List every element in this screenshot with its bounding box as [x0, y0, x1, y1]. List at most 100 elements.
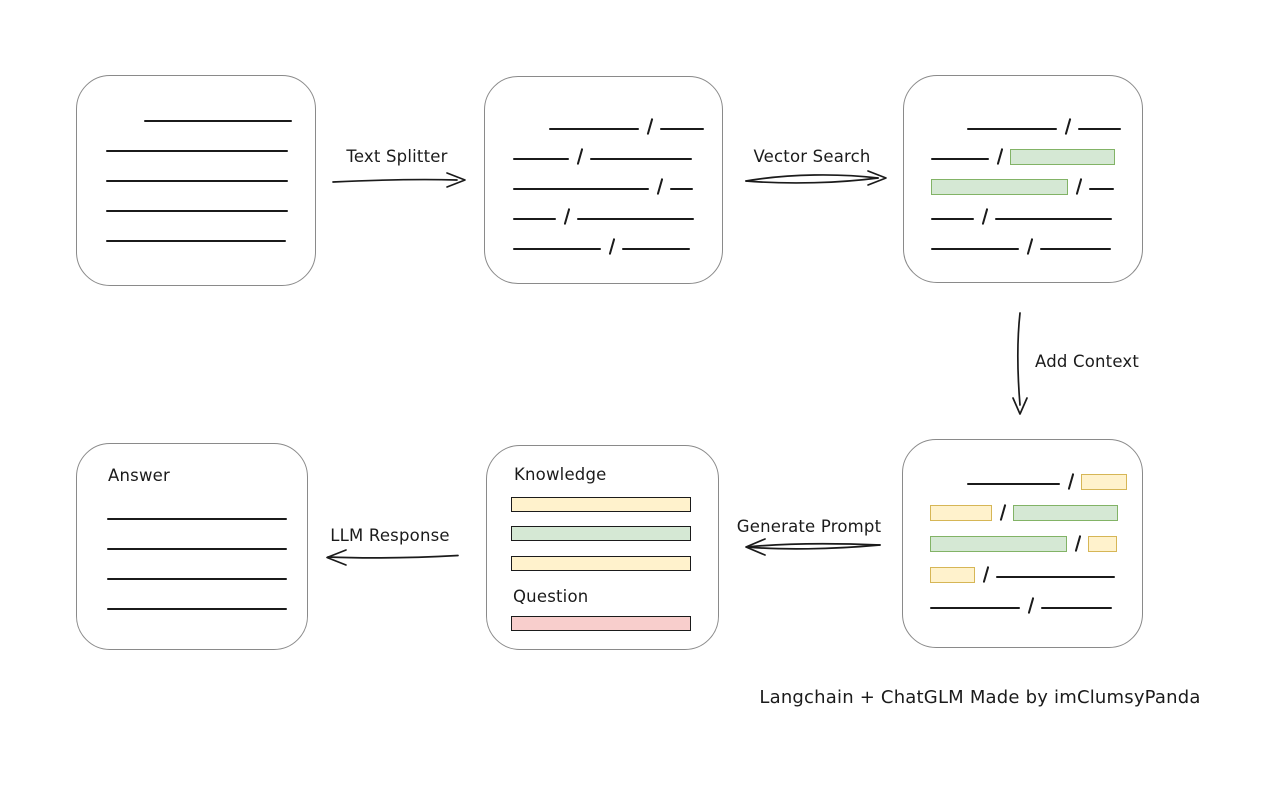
answer-label: Answer — [108, 466, 170, 485]
text-line — [107, 608, 287, 610]
text-line — [931, 218, 974, 220]
text-line — [1041, 607, 1112, 609]
text-line — [967, 128, 1057, 130]
text-line — [144, 120, 292, 122]
context-chunks-lines — [930, 461, 1127, 616]
yellow-chunk — [930, 505, 992, 521]
text-line — [106, 240, 286, 242]
green-chunk — [931, 179, 1068, 195]
text-line — [106, 150, 288, 152]
text-row — [106, 99, 292, 129]
llm-response-label: LLM Response — [330, 526, 450, 545]
yellow-chunk — [1081, 474, 1127, 490]
text-line — [106, 210, 288, 212]
indent-gap — [106, 128, 138, 129]
slash-separator — [980, 208, 989, 225]
text-line — [1040, 248, 1111, 250]
slash-separator — [607, 238, 616, 255]
matched-chunks-box — [903, 75, 1143, 283]
slash-separator — [1066, 473, 1075, 490]
text-line — [622, 248, 690, 250]
text-row — [513, 227, 704, 257]
slash-separator — [1074, 178, 1083, 195]
slash-separator — [1073, 535, 1082, 552]
text-row — [513, 197, 704, 227]
text-line — [107, 578, 287, 580]
text-line — [549, 128, 639, 130]
text-line — [967, 483, 1060, 485]
slash-separator — [1025, 238, 1034, 255]
text-row — [106, 129, 292, 159]
prompt-box: Knowledge Question — [486, 445, 719, 650]
text-row — [513, 167, 704, 197]
knowledge-bar — [511, 526, 691, 541]
slash-separator — [562, 208, 571, 225]
text-row — [930, 461, 1127, 492]
text-line — [931, 248, 1019, 250]
text-line — [930, 607, 1020, 609]
vector-search-arrow — [745, 170, 887, 186]
text-row — [513, 137, 704, 167]
text-splitter-arrow — [332, 172, 466, 188]
text-line — [107, 548, 287, 550]
green-chunk — [1010, 149, 1115, 165]
matched-chunks-lines — [931, 107, 1121, 257]
text-line — [590, 158, 692, 160]
text-row — [931, 107, 1121, 137]
document-lines — [106, 99, 292, 249]
knowledge-label: Knowledge — [514, 465, 607, 484]
text-line — [1078, 128, 1121, 130]
caption: Langchain + ChatGLM Made by imClumsyPand… — [759, 687, 1201, 708]
slash-separator — [645, 118, 654, 135]
vector-search-label: Vector Search — [753, 147, 871, 166]
add-context-arrow — [1012, 312, 1028, 415]
text-line — [995, 218, 1112, 220]
text-row — [106, 189, 292, 219]
text-line — [1089, 188, 1114, 190]
text-row — [930, 492, 1127, 523]
text-line — [513, 158, 569, 160]
text-row — [930, 554, 1127, 585]
text-row — [106, 219, 292, 249]
add-context-label: Add Context — [1035, 352, 1140, 371]
yellow-chunk — [1088, 536, 1117, 552]
slash-separator — [1026, 597, 1035, 614]
split-text-lines — [513, 107, 704, 257]
text-line — [577, 218, 694, 220]
text-line — [931, 158, 989, 160]
text-line — [996, 576, 1115, 578]
generate-prompt-label: Generate Prompt — [736, 517, 882, 536]
question-bar — [511, 616, 691, 631]
text-splitter-label: Text Splitter — [346, 147, 448, 166]
split-text-box — [484, 76, 723, 284]
text-line — [513, 248, 601, 250]
text-line — [670, 188, 693, 190]
document-box — [76, 75, 316, 286]
indent-gap — [930, 491, 961, 492]
text-row — [513, 107, 704, 137]
knowledge-bar — [511, 556, 691, 571]
answer-lines — [107, 497, 287, 617]
answer-box: Answer — [76, 443, 308, 650]
green-chunk — [930, 536, 1067, 552]
text-row — [931, 197, 1121, 227]
indent-gap — [513, 136, 543, 137]
slash-separator — [995, 148, 1004, 165]
slash-separator — [981, 566, 990, 583]
text-line — [107, 518, 287, 520]
context-chunks-box — [902, 439, 1143, 648]
slash-separator — [1063, 118, 1072, 135]
text-row — [930, 585, 1127, 616]
text-row — [931, 227, 1121, 257]
text-row — [107, 557, 287, 587]
indent-gap — [931, 136, 961, 137]
slash-separator — [655, 178, 664, 195]
slash-separator — [998, 504, 1007, 521]
text-row — [930, 523, 1127, 554]
text-line — [106, 180, 288, 182]
llm-response-arrow — [326, 549, 459, 566]
knowledge-bar — [511, 497, 691, 512]
text-line — [513, 218, 556, 220]
text-row — [931, 137, 1121, 167]
